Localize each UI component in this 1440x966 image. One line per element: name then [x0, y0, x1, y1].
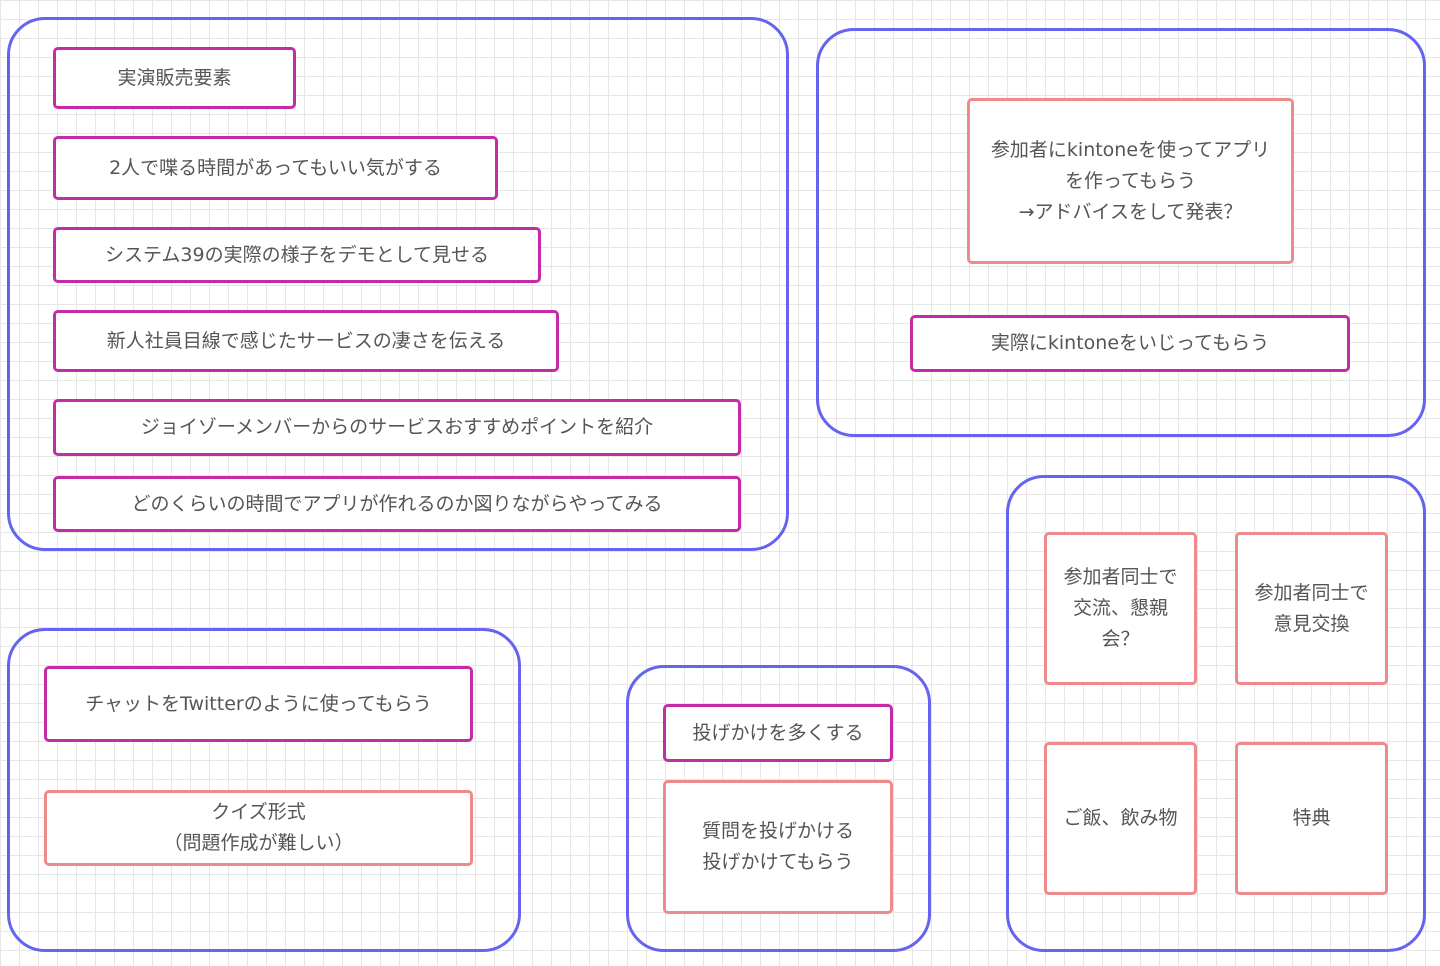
frame-question[interactable] [626, 665, 931, 952]
sticky-card[interactable]: 参加者同士で 意見交換 [1235, 532, 1388, 685]
frame-kintone[interactable] [816, 28, 1426, 437]
sticky-card[interactable]: 実際にkintoneをいじってもらう [910, 315, 1350, 372]
frame-demo[interactable] [7, 17, 789, 551]
sticky-card[interactable]: どのくらいの時間でアプリが作れるのか図りながらやってみる [53, 476, 741, 532]
sticky-card[interactable]: 2人で喋る時間があってもいい気がする [53, 136, 498, 200]
sticky-card[interactable]: チャットをTwitterのように使ってもらう [44, 666, 473, 742]
sticky-card[interactable]: 実演販売要素 [53, 47, 296, 109]
sticky-card[interactable]: 特典 [1235, 742, 1388, 895]
sticky-card[interactable]: 投げかけを多くする [663, 704, 893, 762]
sticky-card[interactable]: 参加者同士で 交流、懇親 会？ [1044, 532, 1197, 685]
sticky-card[interactable]: 新人社員目線で感じたサービスの凄さを伝える [53, 310, 559, 372]
sticky-card[interactable]: ジョイゾーメンバーからのサービスおすすめポイントを紹介 [53, 399, 741, 456]
frame-exchange[interactable] [1006, 475, 1426, 952]
sticky-card[interactable]: クイズ形式 （問題作成が難しい） [44, 790, 473, 866]
sticky-card[interactable]: 参加者にkintoneを使ってアプリ を作ってもらう →アドバイスをして発表？ [967, 98, 1294, 264]
sticky-card[interactable]: システム39の実際の様子をデモとして見せる [53, 227, 541, 283]
sticky-card[interactable]: 質問を投げかける 投げかけてもらう [663, 780, 893, 914]
frame-chat[interactable] [7, 628, 521, 952]
sticky-card[interactable]: ご飯、飲み物 [1044, 742, 1197, 895]
